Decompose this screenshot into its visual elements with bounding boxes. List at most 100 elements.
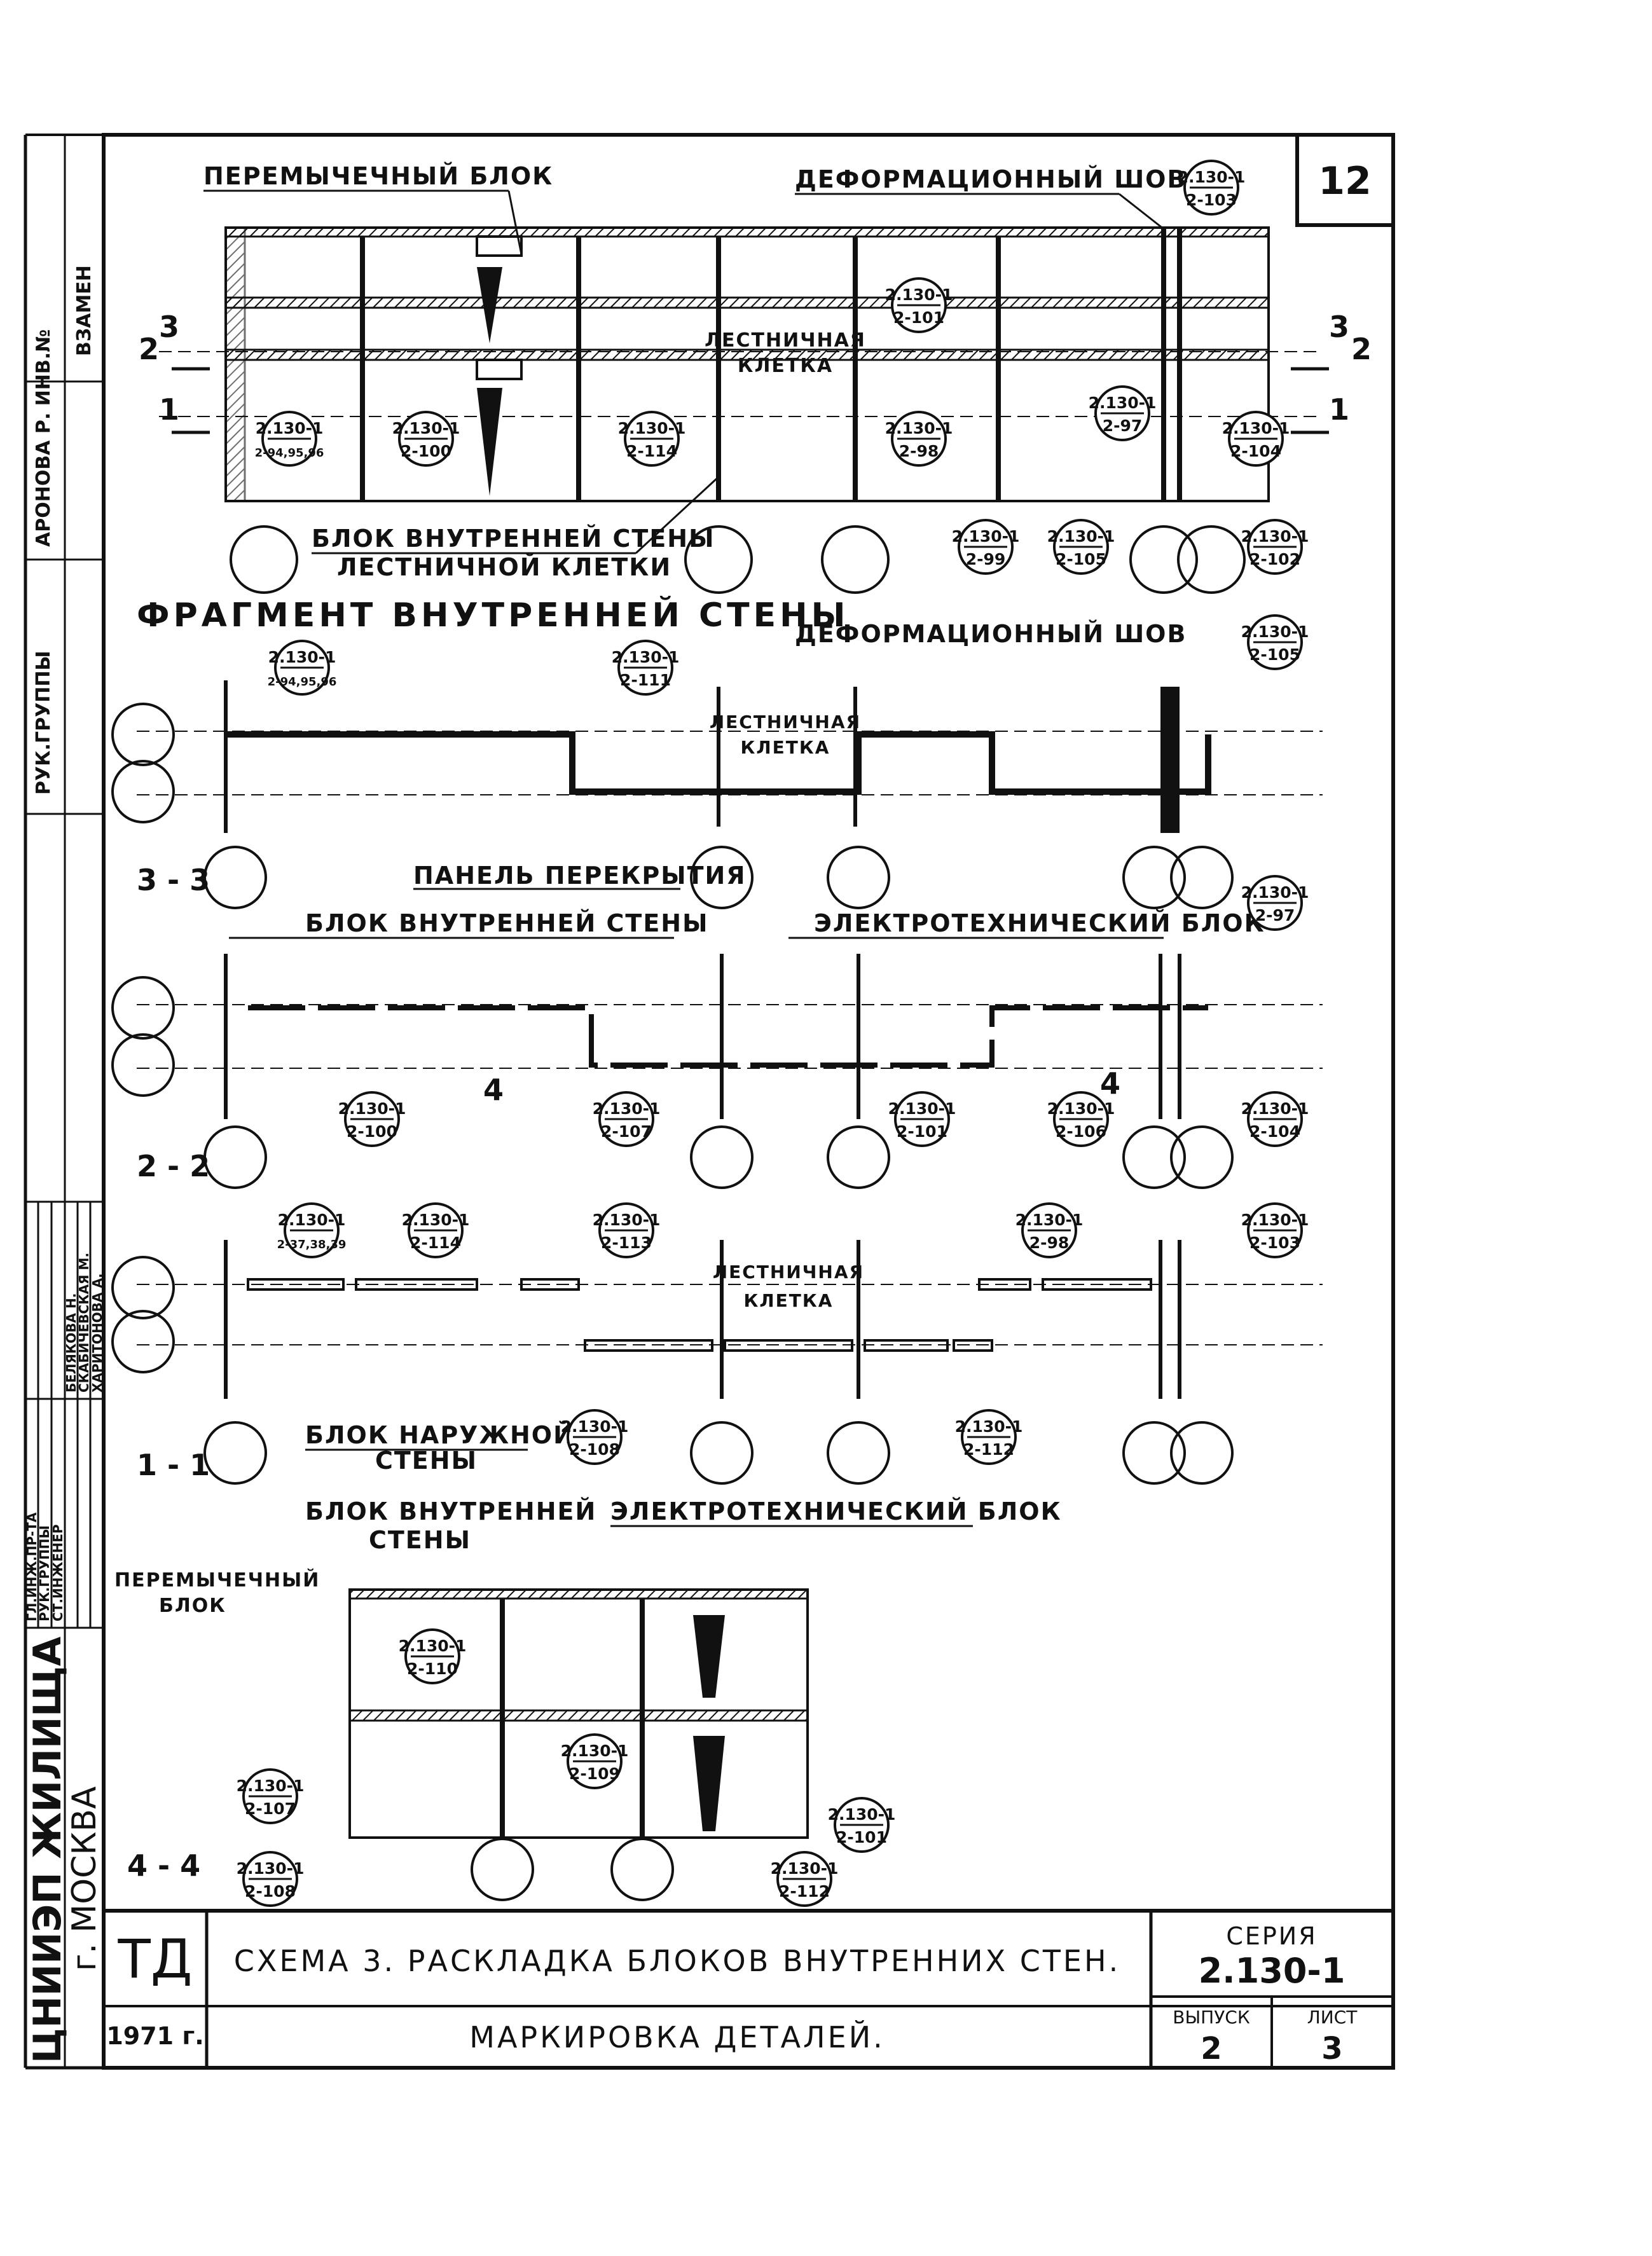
marker-top: 2.130-1: [1015, 1211, 1084, 1229]
label-electrical-44: ЭЛЕКТРОТЕХНИЧЕСКИЙ БЛОК: [610, 1497, 1062, 1525]
cut-markers-top: 2 3 1 3 2 1: [139, 310, 1372, 434]
cut-2-right: 2: [1351, 332, 1372, 366]
title-sub: МАРКИРОВКА ДЕТАЛЕЙ.: [469, 2020, 885, 2054]
marker-top: 2.130-1: [1241, 1211, 1309, 1229]
issue-value: 2: [1201, 2031, 1222, 2067]
label-joint-top: ДЕФОРМАЦИОННЫЙ ШОВ: [795, 165, 1187, 193]
sheet-label: ЛИСТ: [1307, 2007, 1358, 2028]
marker-bottom: 2-98: [899, 442, 939, 460]
title-block: ТД 1971 г. СХЕМА 3. РАСКЛАДКА БЛОКОВ ВНУ…: [104, 1909, 1393, 2068]
marker-bottom: 2-101: [897, 1122, 947, 1141]
marker-bottom: 2-101: [836, 1828, 887, 1847]
stamp-name-2: СКАБИЧЕВСКАЯ М.: [76, 1253, 92, 1393]
detail-marker: 2.130-1 2-114: [618, 411, 686, 467]
stamp-institute: ЦНИИЭП ЖИЛИЩА: [25, 1636, 70, 2063]
label-electrical-22: ЭЛЕКТРОТЕХНИЧЕСКИЙ БЛОК: [814, 909, 1265, 937]
label-stairwell-11-1: ЛЕСТНИЧНАЯ: [713, 1262, 864, 1283]
detail-marker: 2.130-1 2-103: [1241, 1202, 1309, 1258]
marker-top: 2.130-1: [593, 1211, 661, 1229]
detail-marker: 2.130-12-106: [1047, 1091, 1115, 1147]
cut-3-right: 3: [1329, 310, 1349, 344]
marker-bottom: 2-104: [1249, 1122, 1300, 1141]
label-outer-wall-1: БЛОК НАРУЖНОЙ: [305, 1421, 575, 1449]
detail-marker: 2.130-12-94,95,96: [255, 411, 324, 467]
marker-top: 2.130-1: [256, 419, 324, 437]
label-lintel-44-2: БЛОК: [159, 1595, 226, 1617]
label-stair-wall-block-1: БЛОК ВНУТРЕННЕЙ СТЕНЫ: [312, 525, 715, 553]
marker-bottom: 2-101: [893, 308, 944, 327]
label-inner-wall-44-1: БЛОК ВНУТРЕННЕЙ: [305, 1497, 596, 1525]
stamp-inventory: АРОНОВА Р. ИНВ.№: [32, 329, 55, 547]
marker-top: 2.130-1: [237, 1777, 305, 1795]
label-lintel-top: ПЕРЕМЫЧЕЧНЫЙ БЛОК: [203, 162, 553, 190]
marker-bottom: 2-114: [626, 442, 677, 460]
stamp-name-3: ХАРИТОНОВА А.: [90, 1274, 105, 1393]
marker-top: 2.130-1: [885, 419, 953, 437]
section-label-3-3: 3 - 3: [137, 863, 210, 897]
label-stairwell-top-2: КЛЕТКА: [738, 355, 833, 377]
label-inner-wall-44-2: СТЕНЫ: [369, 1526, 471, 1554]
label-floor-panel: ПАНЕЛЬ ПЕРЕКРЫТИЯ: [413, 862, 747, 890]
section-label-4-4: 4 - 4: [127, 1848, 200, 1883]
detail-marker: 2.130-12-102: [1241, 519, 1309, 575]
label-inner-wall-22: БЛОК ВНУТРЕННЕЙ СТЕНЫ: [305, 909, 708, 937]
cut-4-left: 4: [483, 1073, 504, 1107]
detail-marker: 2.130-12-37,38,39: [277, 1202, 346, 1258]
title-td: ТД: [118, 1928, 193, 1990]
label-stairwell-11-2: КЛЕТКА: [744, 1290, 834, 1311]
marker-bottom: 2-99: [966, 550, 1006, 568]
detail-marker: 2.130-12-109: [561, 1733, 629, 1789]
marker-top: 2.130-1: [828, 1805, 896, 1824]
detail-marker: 2.130-12-112: [771, 1851, 838, 1907]
detail-marker: 2.130-1 2-113: [593, 1202, 661, 1258]
section-label-2-2: 2 - 2: [137, 1149, 210, 1183]
marker-top: 2.130-1: [561, 1742, 629, 1760]
marker-bottom: 2-112: [963, 1440, 1014, 1459]
title-year: 1971 г.: [106, 2022, 203, 2050]
detail-marker: 2.130-1 2-99: [952, 519, 1020, 575]
marker-bottom: 2-102: [1249, 550, 1300, 568]
label-outer-wall-2: СТЕНЫ: [375, 1447, 478, 1475]
marker-top: 2.130-1: [593, 1099, 661, 1118]
stamp-role-chief: ГЛ.ИНЖ.ПР-ТА: [24, 1512, 39, 1621]
marker-bottom: 2-105: [1056, 550, 1106, 568]
detail-marker: 2.130-12-103: [1178, 160, 1246, 216]
label-stairwell-33-2: КЛЕТКА: [741, 737, 830, 758]
cut-3-left: 3: [159, 310, 179, 344]
section-4-4: БЛОК ВНУТРЕННЕЙ СТЕНЫ ЭЛЕКТРОТЕХНИЧЕСКИЙ…: [114, 1497, 1062, 1901]
marker-top: 2.130-1: [888, 1099, 956, 1118]
fragment-title: ФРАГМЕНТ ВНУТРЕННЕЙ СТЕНЫ: [137, 596, 850, 635]
marker-bottom: 2-103: [1249, 1234, 1300, 1252]
marker-top: 2.130-1: [618, 419, 686, 437]
title-main: СХЕМА 3. РАСКЛАДКА БЛОКОВ ВНУТРЕННИХ СТЕ…: [234, 1944, 1120, 1978]
marker-top: 2.130-1: [1178, 168, 1246, 186]
marker-bottom: 2-113: [601, 1234, 652, 1252]
marker-bottom: 2-104: [1230, 442, 1281, 460]
marker-top: 2.130-1: [952, 527, 1020, 546]
series-value: 2.130-1: [1199, 1951, 1346, 1991]
marker-top: 2.130-1: [885, 285, 953, 304]
marker-bottom: 2-97: [1103, 416, 1143, 435]
marker-bottom: 2-107: [245, 1799, 296, 1818]
marker-top: 2.130-1: [1222, 419, 1290, 437]
cut-1-right: 1: [1329, 392, 1349, 427]
detail-marker: 2.130-12-98: [1015, 1202, 1084, 1258]
detail-marker: 2.130-12-97: [1089, 385, 1156, 441]
marker-bottom: 2-100: [347, 1122, 397, 1141]
detail-marker: 2.130-12-114: [402, 1202, 469, 1258]
marker-bottom: 2-97: [1255, 906, 1295, 925]
marker-top: 2.130-1: [268, 648, 336, 666]
marker-bottom: 2-106: [1056, 1122, 1106, 1141]
section-label-1-1: 1 - 1: [137, 1448, 210, 1482]
marker-top: 2.130-1: [955, 1417, 1023, 1436]
marker-bottom: 2-100: [401, 442, 451, 460]
label-stairwell-33-1: ЛЕСТНИЧНАЯ: [710, 712, 861, 733]
label-stair-wall-block-2: ЛЕСТНИЧНОЙ КЛЕТКИ: [337, 553, 671, 581]
detail-marker: 2.130-12-110: [399, 1628, 466, 1684]
detail-marker: 2.130-12-94,95,96: [268, 640, 336, 696]
detail-marker: 2.130-12-108: [561, 1409, 628, 1465]
marker-top: 2.130-1: [1241, 1099, 1309, 1118]
stamp-role-group: РУК.ГРУППЫ: [37, 1525, 52, 1621]
marker-bottom: 2-105: [1249, 645, 1300, 664]
